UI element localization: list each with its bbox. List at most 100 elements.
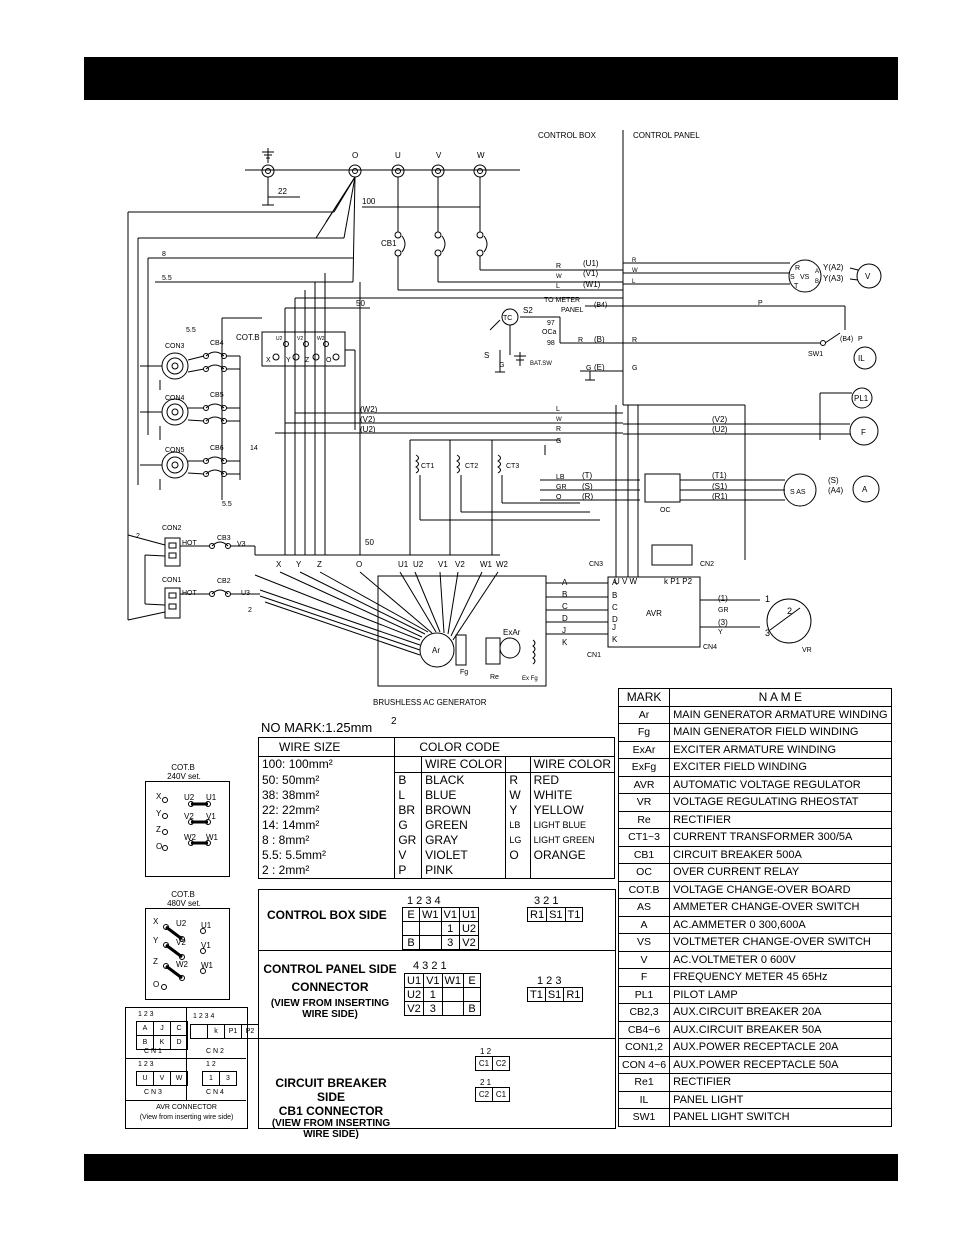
svg-text:J: J <box>612 623 616 632</box>
svg-text:2: 2 <box>248 607 252 614</box>
svg-text:S: S <box>790 274 795 281</box>
svg-text:(R1): (R1) <box>712 492 728 501</box>
svg-text:W: W <box>556 417 562 423</box>
cotb-240v-panel: X Y Z O U2 U1 V2 V1 W2 W1 <box>145 781 230 877</box>
svg-text:IL: IL <box>858 354 865 363</box>
cotb-240-title: COT.B <box>171 763 195 772</box>
svg-text:(V2): (V2) <box>360 415 375 424</box>
svg-text:Fg: Fg <box>460 669 468 676</box>
con5-receptacle-icon <box>161 451 189 479</box>
avr-connector-title: AVR CONNECTOR <box>156 1104 217 1111</box>
svg-text:K: K <box>562 638 568 647</box>
svg-text:R: R <box>556 426 561 433</box>
footer-bar <box>84 1154 898 1181</box>
con2-receptacle <box>164 537 181 567</box>
svg-text:(U2): (U2) <box>712 425 728 434</box>
svg-text:CT1: CT1 <box>421 463 434 470</box>
svg-text:97: 97 <box>547 320 555 327</box>
svg-text:CN3: CN3 <box>589 561 603 568</box>
svg-text:ExAr: ExAr <box>503 628 521 637</box>
cotb-240v-links <box>162 797 211 851</box>
ct3-icon <box>497 454 501 474</box>
svg-text:CON5: CON5 <box>165 447 185 454</box>
svg-text:G: G <box>499 362 504 369</box>
svg-text:CN2: CN2 <box>700 561 714 568</box>
svg-text:S: S <box>484 351 489 360</box>
generator-label: BRUSHLESS AC GENERATOR <box>373 698 487 707</box>
svg-text:(U1): (U1) <box>583 259 599 268</box>
svg-text:X: X <box>266 357 271 364</box>
svg-text:(S): (S) <box>828 476 839 485</box>
svg-text:k P1 P2: k P1 P2 <box>664 577 693 586</box>
terminal-u <box>391 164 405 178</box>
svg-text:Z: Z <box>317 560 322 569</box>
svg-text:W2: W2 <box>496 560 509 569</box>
cotb-board <box>261 331 346 367</box>
cb4-breaker <box>203 351 227 372</box>
svg-text:(V1): (V1) <box>583 269 598 278</box>
svg-text:R: R <box>795 265 800 272</box>
svg-text:P: P <box>758 300 763 307</box>
svg-text:J: J <box>562 626 566 635</box>
svg-text:(R): (R) <box>582 492 593 501</box>
svg-text:R: R <box>632 258 637 264</box>
svg-text:50: 50 <box>356 299 365 308</box>
svg-text:Z: Z <box>305 357 310 364</box>
exciter-field-icon <box>532 639 536 665</box>
svg-text:L: L <box>632 279 636 285</box>
svg-text:C: C <box>612 603 618 612</box>
svg-text:B: B <box>815 279 819 285</box>
svg-text:K: K <box>612 635 618 644</box>
svg-text:3: 3 <box>765 628 770 638</box>
svg-text:(A4): (A4) <box>828 486 843 495</box>
vr-rheostat-icon <box>766 598 812 644</box>
con3-receptacle-icon <box>161 352 189 380</box>
svg-text:W: W <box>556 274 562 280</box>
svg-text:Ar: Ar <box>432 646 440 655</box>
svg-text:98: 98 <box>547 340 555 347</box>
cotb-480-title: COT.B <box>171 890 195 899</box>
avr-connector-subtitle: (View from inserting wire side) <box>139 1114 234 1121</box>
svg-text:(T1): (T1) <box>712 471 727 480</box>
cb5-breaker <box>203 403 227 424</box>
svg-text:OCa: OCa <box>542 329 557 336</box>
svg-text:O: O <box>352 151 358 160</box>
svg-text:W: W <box>632 268 638 274</box>
svg-text:Y: Y <box>286 357 291 364</box>
rectifier-icon <box>485 637 501 665</box>
svg-text:D: D <box>612 615 618 624</box>
terminal-v <box>431 164 445 178</box>
wire-size-color-table: WIRE SIZE COLOR CODE 100: 100mm² WIRE CO… <box>258 737 615 879</box>
svg-text:SW1: SW1 <box>808 351 823 358</box>
svg-text:U2: U2 <box>276 336 283 342</box>
svg-text:G: G <box>556 438 561 445</box>
svg-text:(S): (S) <box>582 482 593 491</box>
svg-text:T: T <box>794 283 799 290</box>
svg-text:14: 14 <box>250 445 258 452</box>
svg-text:(U2): (U2) <box>360 425 376 434</box>
vs-switch <box>788 259 822 293</box>
svg-text:G: G <box>632 365 637 372</box>
svg-text:Y: Y <box>718 629 723 636</box>
frequency-meter-icon <box>849 416 879 446</box>
svg-text:Y(A2): Y(A2) <box>823 263 844 272</box>
cotb-label: COT.B <box>236 333 260 342</box>
svg-text:G: G <box>586 365 591 372</box>
svg-text:AVR: AVR <box>646 609 662 618</box>
svg-text:S2: S2 <box>523 306 533 315</box>
cotb-240-sub: 240V set. <box>167 772 201 781</box>
svg-text:U: U <box>395 151 401 160</box>
no-mark-note: NO MARK:1.25mm <box>261 720 373 735</box>
svg-text:Y: Y <box>296 560 302 569</box>
svg-text:C: C <box>562 602 568 611</box>
svg-text:V3: V3 <box>237 541 246 548</box>
